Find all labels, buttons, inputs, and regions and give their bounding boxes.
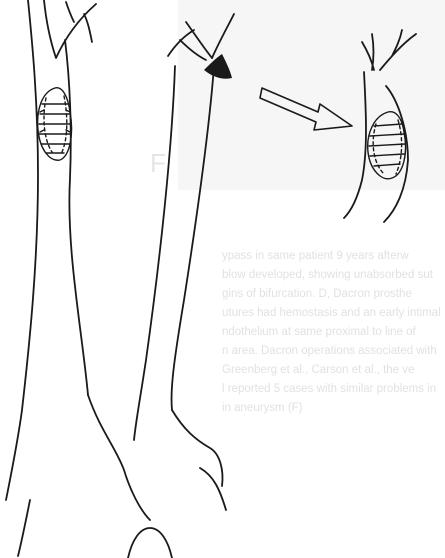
bottom-arch [128, 528, 172, 558]
panel-label: F [150, 148, 166, 178]
show-through-line: ndothelium at same proximal to line of [222, 326, 416, 338]
show-through-shade [178, 0, 445, 190]
right-vessel-outer-wall [134, 66, 175, 440]
aortic-base [18, 395, 226, 558]
left-vessel [6, 0, 96, 500]
show-through: F ypass in same patient 9 years afterw b… [150, 0, 445, 414]
left-branch-twig [84, 14, 92, 42]
show-through-line: l reported 5 cases with similar problems… [222, 383, 436, 395]
left-branch-tip [66, 2, 74, 22]
left-base-curve [88, 395, 150, 520]
left-vessel-inner-wall [65, 40, 88, 395]
show-through-line: n area. Dacron operations associated wit… [222, 345, 437, 357]
show-through-line: ypass in same patient 9 years afterw [222, 250, 409, 262]
lower-left-edge [18, 500, 30, 556]
show-through-line: gins of bifurcation. D, Dacron prosthe [222, 288, 412, 300]
left-vessel-outer-wall [6, 0, 38, 500]
show-through-line: in aneurysm (F) [222, 402, 303, 414]
show-through-line: utures had hemostasis and an early intim… [222, 307, 441, 319]
right-base-curve [172, 410, 223, 486]
left-graft-stitches [38, 88, 72, 160]
show-through-line: blow developed, showing unabsorbed sut [222, 269, 434, 281]
show-through-line: Greenberg et al., Carson et al., the ve [222, 364, 414, 376]
